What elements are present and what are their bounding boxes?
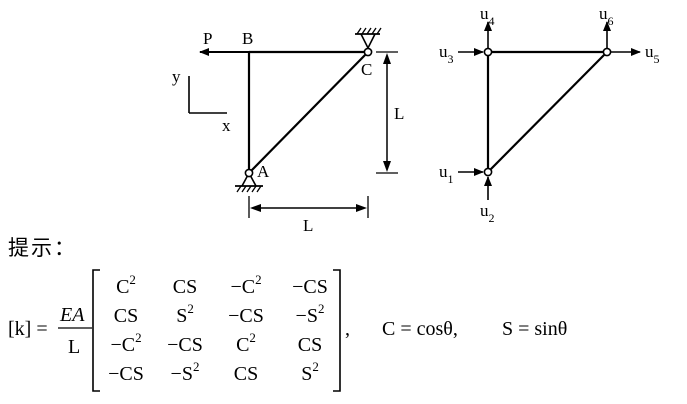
stiffness-lhs: [k] = (8, 318, 48, 340)
dof-u5-label: u5 (645, 42, 660, 66)
dim-vertical-label: L (394, 104, 404, 123)
matrix-cell-r3-c4: CS (298, 334, 322, 356)
matrix-right-bracket (333, 269, 341, 392)
axis-y-label: y (172, 67, 181, 86)
matrix-cell-r4-c4: S2 (301, 359, 319, 385)
matrix-cell-r1-c1: C2 (116, 272, 136, 298)
matrix-cell-r1-c2: CS (173, 276, 197, 298)
coordinate-axes (188, 76, 227, 114)
node-c-label: C (361, 60, 372, 79)
dimension-vertical (376, 51, 398, 174)
c-definition: C = cosθ, (382, 318, 458, 340)
s-definition: S = sinθ (502, 318, 567, 340)
dof-u6-label: u6 (599, 4, 614, 28)
dof-u3-label: u3 (439, 42, 454, 66)
force-label: P (203, 29, 212, 48)
matrix-cell-r3-c1: −C2 (110, 330, 141, 356)
node-c (363, 47, 373, 57)
node-a-label: A (257, 162, 270, 181)
matrix-cell-r2-c1: CS (114, 305, 138, 327)
axis-x-label: x (222, 116, 231, 135)
matrix-cell-r3-c3: C2 (236, 330, 256, 356)
dof-arrows (458, 21, 641, 200)
hint-label: 提示： (8, 236, 77, 260)
matrix-cell-r2-c4: −S2 (296, 301, 325, 327)
node-a (244, 168, 254, 178)
support-c (355, 27, 382, 50)
fraction-numerator: EA (59, 304, 85, 326)
formula-comma: , (345, 318, 350, 340)
dof-node-1 (483, 167, 493, 177)
dof-u1-label: u1 (439, 162, 454, 186)
dof-node-3 (602, 47, 612, 57)
dof-u4-label: u4 (480, 4, 495, 28)
dof-u2-label: u2 (480, 201, 495, 225)
support-a (235, 171, 263, 193)
matrix-left-bracket (92, 269, 100, 392)
dof-node-2 (483, 47, 493, 57)
fraction-denominator: L (68, 336, 80, 358)
matrix-cell-r4-c2: −S2 (171, 359, 200, 385)
member-ac (248, 51, 369, 174)
dim-horizontal-label: L (303, 216, 313, 235)
matrix-cell-r1-c4: −CS (292, 276, 328, 298)
matrix-cell-r2-c2: S2 (176, 301, 194, 327)
truss-members (247, 50, 369, 174)
matrix-cell-r1-c3: −C2 (230, 272, 261, 298)
node-b-label: B (242, 29, 253, 48)
matrix-cell-r2-c3: −CS (228, 305, 264, 327)
dimension-horizontal (248, 196, 369, 218)
dof-members (486, 50, 608, 173)
matrix-cell-r3-c2: −CS (167, 334, 203, 356)
matrix-cell-r4-c3: CS (234, 363, 258, 385)
matrix-cell-r4-c1: −CS (108, 363, 144, 385)
